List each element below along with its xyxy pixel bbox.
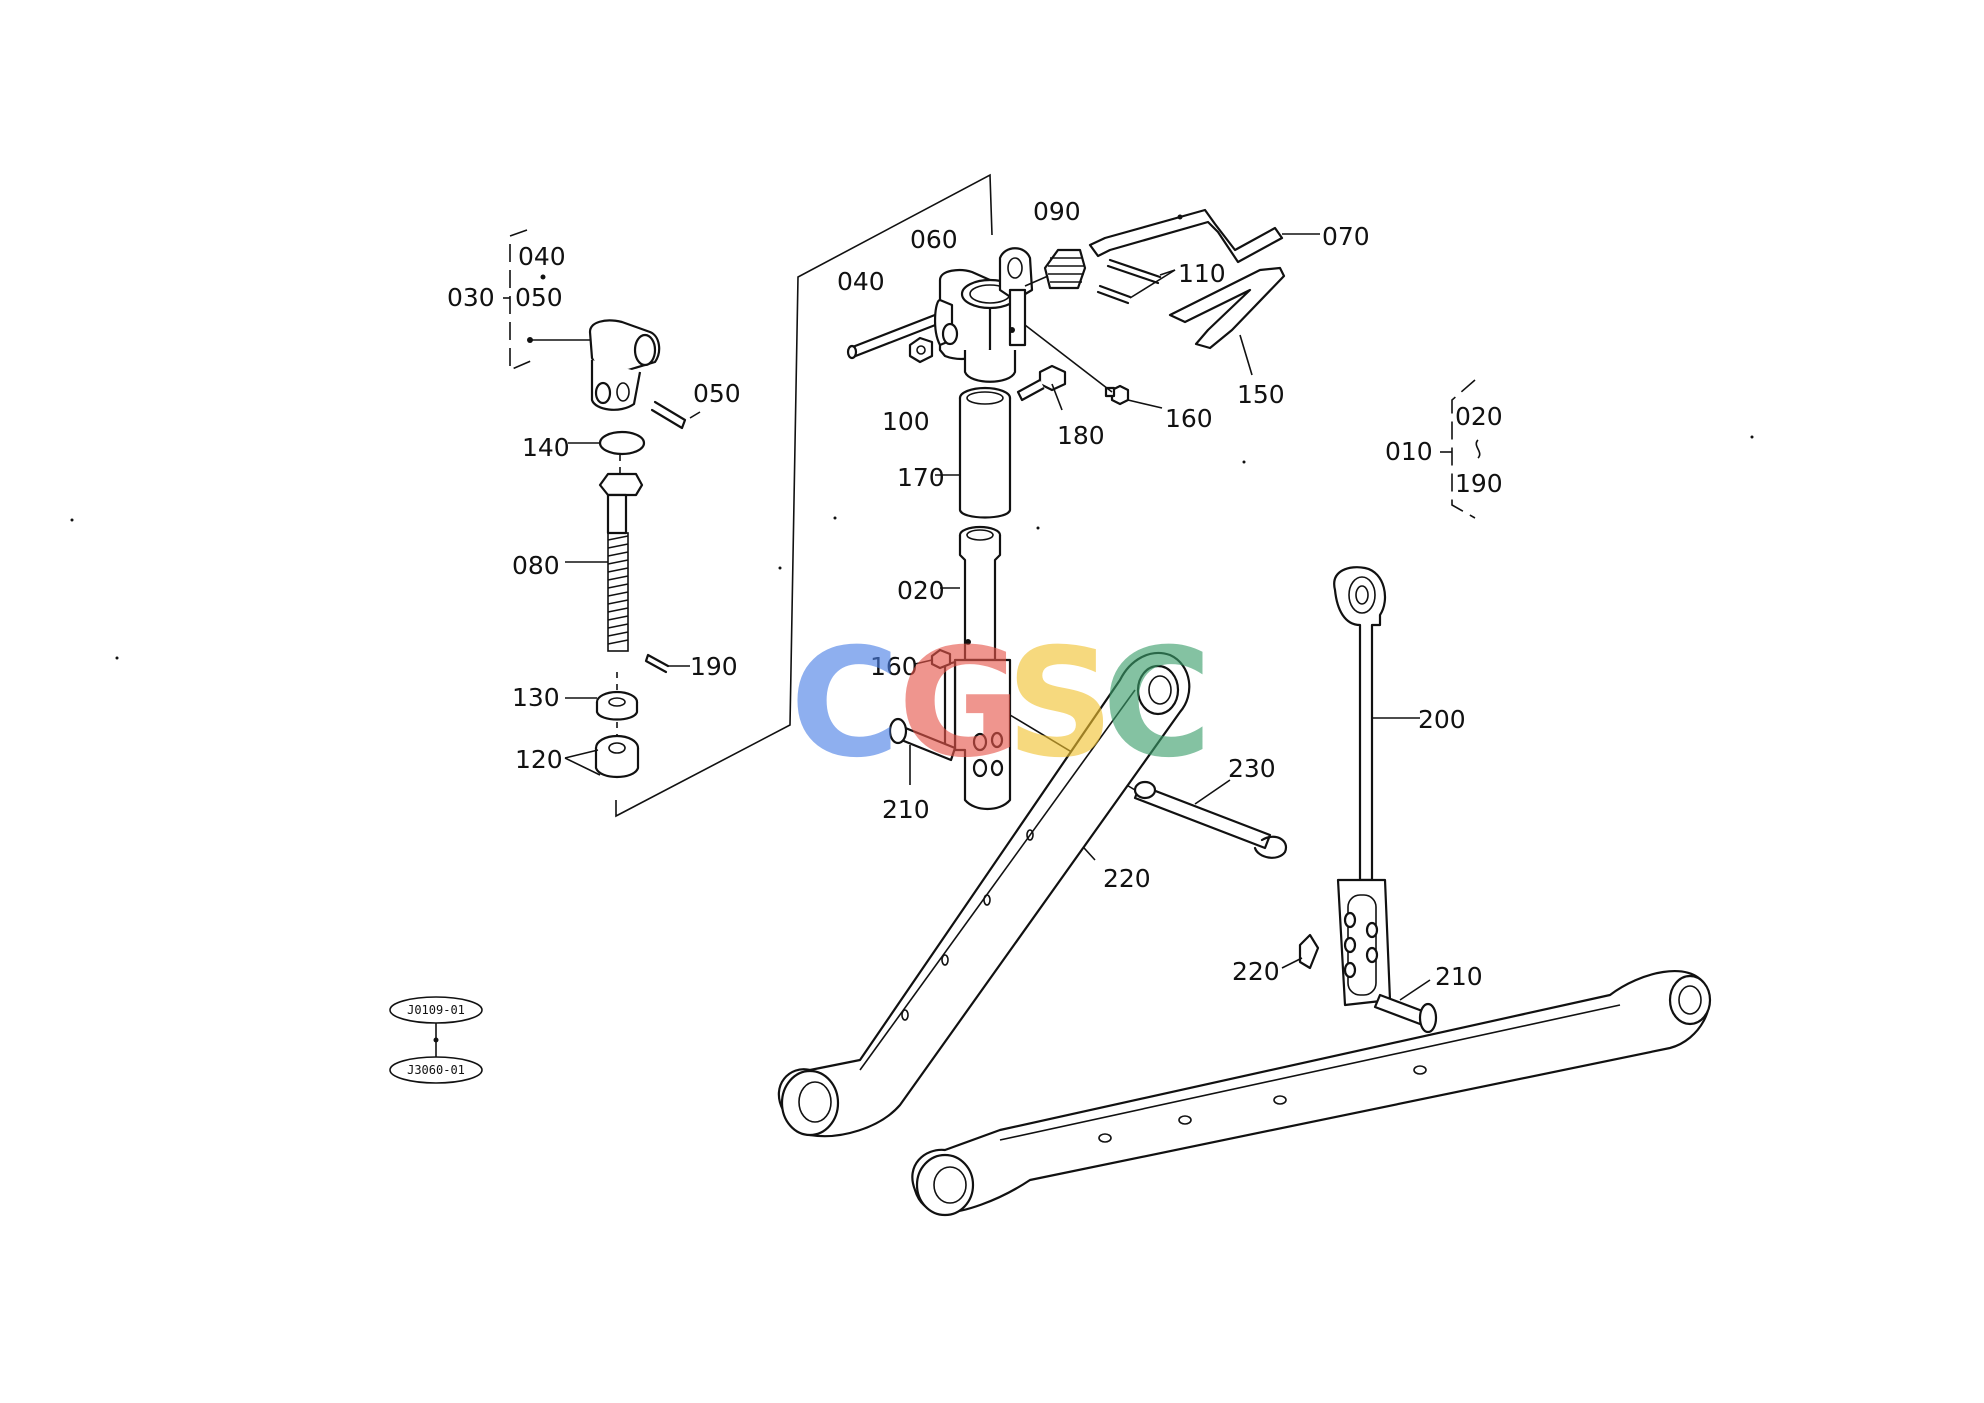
pin-190a: [644, 653, 670, 674]
nut-100: [908, 336, 934, 364]
label-220a: 220: [1103, 864, 1151, 893]
label-040a: 040: [518, 242, 566, 271]
label-120: 120: [515, 745, 563, 774]
label-210a: 210: [882, 795, 930, 824]
pin-110a: [1106, 258, 1162, 285]
shaft-020: [943, 525, 1012, 811]
label-170: 170: [897, 463, 945, 492]
label-060: 060: [910, 225, 958, 254]
center-assembly: [846, 208, 1320, 861]
bracket-030: [509, 229, 534, 372]
part-labels: 040 030 050 050 140 080 190 130 120 040 …: [447, 197, 1503, 991]
watermark-letter-4: C: [1102, 617, 1212, 791]
watermark-letter-2: G: [898, 617, 1021, 791]
pin-210b: [1373, 993, 1438, 1034]
watermark-letter-3: S: [1006, 617, 1114, 791]
sleeve-170: [958, 386, 1012, 519]
lift-rod-200: [1333, 566, 1392, 1007]
label-190a: 190: [690, 652, 738, 681]
pin-050: [650, 400, 687, 430]
reference-codes: J0109-01 J3060-01: [389, 996, 483, 1084]
label-010: 010: [1385, 437, 1433, 466]
screw-080: [598, 472, 644, 652]
washer-140: [598, 430, 646, 456]
nipple-160b: [930, 648, 952, 670]
label-190b: 190: [1455, 469, 1503, 498]
handle-070: [1088, 208, 1284, 264]
label-030: 030: [447, 283, 495, 312]
label-220b: 220: [1232, 957, 1280, 986]
lynch-pin-220b: [1298, 933, 1320, 970]
top-link-assembly: [503, 229, 701, 779]
label-040b: 040: [837, 267, 885, 296]
watermark-logo: C G S C: [790, 617, 1212, 791]
ref-code-2: J3060-01: [407, 1063, 465, 1077]
pin-110b: [1096, 284, 1132, 305]
assembly-outline: [615, 173, 993, 818]
label-110: 110: [1178, 259, 1226, 288]
bush-120: [594, 734, 640, 779]
label-130: 130: [512, 683, 560, 712]
label-050b: 050: [693, 379, 741, 408]
label-050a: 050: [515, 283, 563, 312]
lower-link-left: [777, 651, 1191, 1138]
label-020a: 020: [897, 576, 945, 605]
watermark-letter-1: C: [790, 617, 900, 791]
bolt-180: [1016, 364, 1067, 402]
label-070: 070: [1322, 222, 1370, 251]
bracket-060: [934, 247, 1034, 383]
tilde-mark: [1475, 439, 1481, 459]
label-180: 180: [1057, 421, 1105, 450]
label-160a: 160: [1165, 404, 1213, 433]
pin-210a: [888, 717, 957, 762]
knob-090: [1024, 248, 1087, 290]
label-090: 090: [1033, 197, 1081, 226]
label-080: 080: [512, 551, 560, 580]
clip-150: [1168, 266, 1286, 350]
label-210b: 210: [1435, 962, 1483, 991]
ref-oval-2: [389, 1056, 483, 1084]
joint-040: [588, 319, 661, 411]
label-150: 150: [1237, 380, 1285, 409]
label-230: 230: [1228, 754, 1276, 783]
ref-code-1: J0109-01: [407, 1003, 465, 1017]
label-140: 140: [522, 433, 570, 462]
nipple-160a: [1104, 384, 1130, 406]
lower-link-right: [911, 970, 1712, 1217]
label-200: 200: [1418, 705, 1466, 734]
label-020b: 020: [1455, 402, 1503, 431]
label-100: 100: [882, 407, 930, 436]
nut-130: [595, 690, 639, 721]
label-160b: 160: [870, 652, 918, 681]
